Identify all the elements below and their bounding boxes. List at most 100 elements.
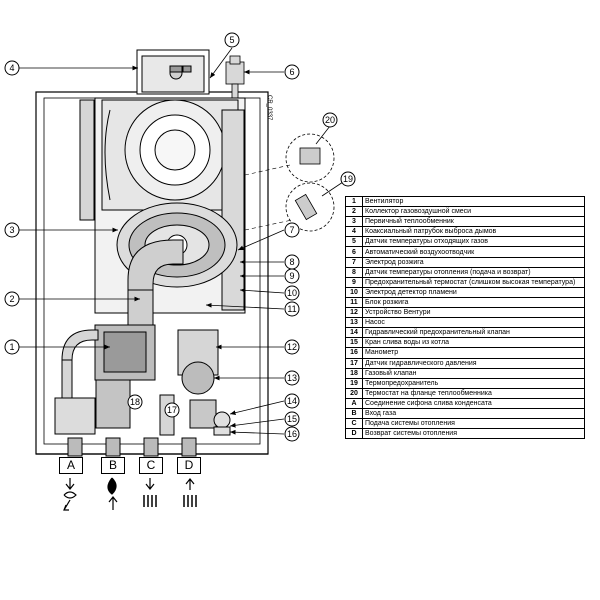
leader-lines bbox=[19, 47, 285, 435]
legend-label: Термостат на фланце теплообменника bbox=[362, 387, 585, 399]
pipe-label-c: C bbox=[139, 457, 163, 474]
legend-label: Вход газа bbox=[362, 407, 585, 420]
callout-17: 17 bbox=[164, 402, 180, 418]
legend-label: Вентилятор bbox=[362, 195, 585, 208]
legend-label: Устройство Вентури bbox=[362, 307, 585, 319]
air-vent bbox=[225, 55, 245, 105]
legend-label: Насос bbox=[362, 317, 585, 329]
callout-2: 2 bbox=[4, 291, 20, 307]
callout-label: 2 bbox=[9, 294, 14, 304]
legend-key: 2 bbox=[345, 206, 363, 218]
legend-label: Термопредохранитель bbox=[362, 377, 585, 389]
heating-return-icon bbox=[183, 478, 197, 507]
legend-key: 6 bbox=[345, 246, 363, 258]
legend-key: 4 bbox=[345, 226, 363, 238]
callout-label: 14 bbox=[287, 396, 297, 406]
legend-key: 15 bbox=[345, 337, 363, 349]
legend-key: 1 bbox=[345, 195, 363, 208]
drawing-code: CR_0337 bbox=[266, 95, 272, 121]
legend-key: 17 bbox=[345, 357, 363, 369]
legend-label: Коллектор газовоздушной смеси bbox=[362, 206, 585, 218]
flue-adaptor bbox=[136, 49, 210, 95]
callout-13: 13 bbox=[284, 370, 300, 386]
gas-flame-icon bbox=[107, 477, 118, 510]
legend-key: 19 bbox=[345, 377, 363, 389]
callout-5: 5 bbox=[224, 32, 240, 48]
callout-label: 11 bbox=[287, 304, 296, 314]
legend-label: Подача системы отопления bbox=[362, 418, 585, 430]
legend-label: Датчик температуры отопления (подача и в… bbox=[362, 266, 585, 278]
callout-19: 19 bbox=[340, 171, 356, 187]
legend-label: Гидравлический предохранительный клапан bbox=[362, 327, 585, 339]
legend-label: Автоматический воздухоотводчик bbox=[362, 246, 585, 258]
legend-label: Кран слива воды из котла bbox=[362, 337, 585, 349]
legend-label: Соединение сифона слива конденсата bbox=[362, 397, 585, 409]
fan bbox=[94, 324, 156, 381]
callout-label: 12 bbox=[287, 342, 297, 352]
legend-label: Предохранительный термостат (слишком выс… bbox=[362, 276, 585, 288]
callout-label: 10 bbox=[287, 288, 297, 298]
legend-key: 12 bbox=[345, 307, 363, 319]
legend-label: Первичный теплообменник bbox=[362, 216, 585, 228]
legend-key: 13 bbox=[345, 317, 363, 329]
legend-key: 18 bbox=[345, 367, 363, 379]
pipe-symbols bbox=[63, 477, 197, 511]
legend-label: Датчик температуры отходящих газов bbox=[362, 236, 585, 248]
callout-label: 16 bbox=[287, 429, 297, 439]
legend-key: 7 bbox=[345, 256, 363, 268]
callout-label: 7 bbox=[289, 225, 294, 235]
legend-key: B bbox=[345, 407, 363, 420]
callout-label: 18 bbox=[130, 397, 140, 407]
legend-label: Датчик гидравлического давления bbox=[362, 357, 585, 369]
legend-key: 16 bbox=[345, 347, 363, 359]
callout-label: 9 bbox=[289, 271, 294, 281]
detail-20 bbox=[285, 125, 335, 183]
callout-label: 1 bbox=[9, 342, 14, 352]
callout-label: 6 bbox=[289, 67, 294, 77]
callout-14: 14 bbox=[284, 393, 300, 409]
legend-key: 8 bbox=[345, 266, 363, 278]
callout-8: 8 bbox=[284, 254, 300, 270]
callout-label: 15 bbox=[287, 414, 297, 424]
callout-16: 16 bbox=[284, 426, 300, 442]
callout-label: 17 bbox=[167, 405, 177, 415]
callout-18: 18 bbox=[127, 394, 143, 410]
pipe-label-b: B bbox=[101, 457, 125, 474]
callout-7: 7 bbox=[284, 222, 300, 238]
heating-flow-icon bbox=[143, 478, 157, 507]
callout-6: 6 bbox=[284, 64, 300, 80]
legend-key: 10 bbox=[345, 286, 363, 298]
callout-9: 9 bbox=[284, 268, 300, 284]
callout-label: 5 bbox=[229, 35, 234, 45]
legend-key: 5 bbox=[345, 236, 363, 248]
bottom-connections bbox=[67, 437, 197, 457]
legend-key: C bbox=[345, 418, 363, 430]
callout-label: 19 bbox=[343, 174, 353, 184]
callout-label: 20 bbox=[325, 115, 335, 125]
callout-label: 3 bbox=[9, 225, 14, 235]
callout-11: 11 bbox=[284, 301, 300, 317]
legend-key: 9 bbox=[345, 276, 363, 288]
legend-key: 3 bbox=[345, 216, 363, 228]
pipe-label-d: D bbox=[177, 457, 201, 474]
callout-label: 13 bbox=[287, 373, 297, 383]
condensate-drain-icon bbox=[63, 478, 77, 511]
legend-label: Манометр bbox=[362, 347, 585, 359]
callout-3: 3 bbox=[4, 222, 20, 238]
